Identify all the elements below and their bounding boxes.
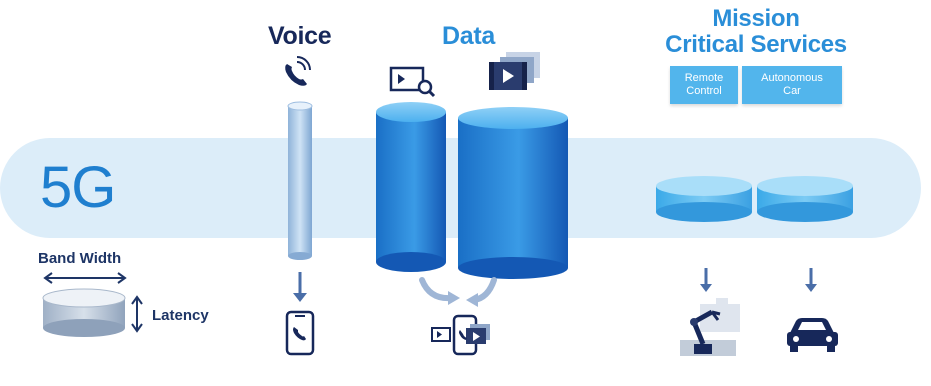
autonomous-car-line1: Autonomous: [761, 72, 823, 84]
phone-call-icon: [285, 56, 311, 86]
car-down-arrow: [805, 268, 817, 292]
smartphone-media-icon: [431, 314, 490, 356]
voice-cylinder: [287, 101, 313, 260]
autonomous-car-disk: [757, 176, 853, 222]
latency-arrow: [131, 295, 143, 333]
band-label-5g: 5G: [40, 155, 116, 220]
remote-control-box: Remote Control: [670, 66, 738, 104]
latency-label: Latency: [152, 307, 209, 324]
remote-control-disk: [656, 176, 752, 222]
data-merge-arrow-right: [466, 277, 497, 307]
smartphone-call-icon: [285, 310, 315, 356]
mission-critical-title-line2: Critical Services: [665, 31, 847, 58]
mission-critical-title-line1: Mission: [712, 5, 800, 32]
image-search-icon: [389, 66, 436, 98]
bandwidth-label: Band Width: [38, 250, 122, 267]
car-icon: [787, 318, 838, 352]
data-cylinder-large: [458, 107, 568, 279]
robot-arm-icon: [680, 298, 740, 356]
autonomous-car-line2: Car: [783, 85, 801, 97]
autonomous-car-box: Autonomous Car: [742, 66, 842, 104]
data-title: Data: [442, 22, 495, 50]
remote-down-arrow: [700, 268, 712, 292]
data-merge-arrow-left: [419, 277, 460, 305]
remote-control-line2: Control: [686, 85, 722, 97]
voice-title: Voice: [268, 22, 332, 50]
bandwidth-arrow: [43, 272, 127, 284]
video-stack-icon: [489, 52, 540, 90]
voice-down-arrow: [293, 272, 307, 302]
legend-disk: [42, 288, 126, 337]
mission-critical-title: Mission Critical Services: [650, 6, 862, 58]
data-cylinder-small: [376, 102, 446, 272]
remote-control-line1: Remote: [684, 72, 724, 84]
